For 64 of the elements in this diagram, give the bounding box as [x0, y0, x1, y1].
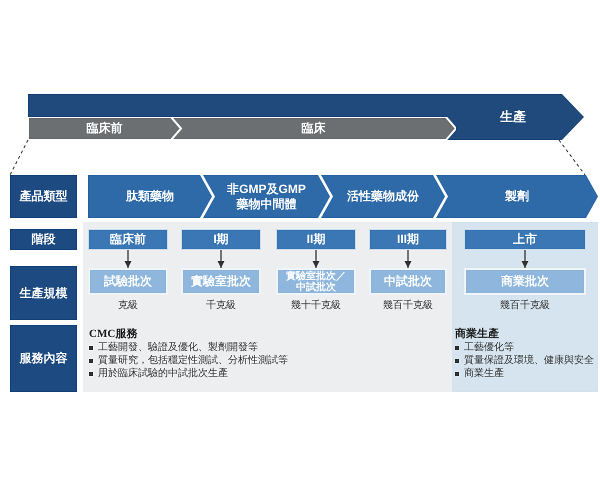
dashed-line: [558, 140, 586, 176]
batch-box: [181, 268, 261, 295]
stage-box: [88, 229, 168, 250]
scale-label: 幾百千克級: [499, 300, 551, 312]
batch-label: 商業批次: [501, 274, 549, 289]
stage-box: [276, 229, 356, 250]
stage-box: [369, 229, 447, 250]
batch-label: 實驗室批次／中試批次: [285, 270, 347, 292]
phase-label: 臨床前: [86, 121, 122, 136]
batch-label: 試驗批次: [104, 274, 152, 289]
batch-label: 實驗室批次: [191, 274, 251, 289]
phase-label: 臨床: [302, 121, 326, 136]
list-item-text: 工藝優化等: [464, 341, 514, 354]
product-type-label: 肽類藥物: [126, 189, 174, 204]
list-item-text: 工藝開發、驗證及優化、製劑開發等: [98, 341, 258, 354]
row-header-label: 生產規模: [20, 286, 68, 300]
stage-label: 臨床前: [110, 232, 146, 247]
row-header-label: 階段: [32, 232, 56, 247]
product-type-label: 活性藥物成份: [347, 189, 419, 204]
arrow: [312, 250, 320, 268]
stage-label: 上市: [513, 232, 537, 247]
row-header-box: [10, 229, 77, 250]
row-header-box: [10, 266, 77, 320]
dashed-line: [10, 140, 28, 176]
section-heading: 商業生產: [455, 327, 499, 341]
list-item-text: 用於臨床試驗的中試批次生產: [98, 367, 228, 380]
arrow: [124, 250, 132, 268]
list-item-text: 質量研究，包括穩定性測試、分析性測試等: [98, 354, 288, 367]
stage-box: [181, 229, 261, 250]
phase-band: [171, 117, 456, 140]
service-panel: [83, 222, 452, 392]
list-item-text: 商業生產: [464, 367, 504, 380]
row-header-box: [10, 175, 77, 218]
product-type-band: [203, 175, 330, 218]
batch-box: [369, 268, 447, 295]
product-type-band: [321, 175, 445, 218]
arrow: [404, 250, 412, 268]
service-panel: [452, 222, 598, 392]
batch-label: 中試批次: [384, 274, 432, 289]
list-item-text: 質量保證及環境、健康與安全: [464, 354, 594, 367]
product-type-label: 製劑: [505, 189, 529, 204]
phase-band: [28, 117, 181, 140]
scale-label: 幾十千克級: [290, 300, 342, 312]
batch-box: [276, 268, 356, 295]
stage-label: III期: [396, 232, 419, 247]
production-phase-band: [28, 94, 584, 140]
scale-label: 幾百千克級: [382, 300, 434, 312]
arrow: [522, 250, 528, 268]
product-type-band: [436, 175, 598, 218]
row-header-label: 產品類型: [20, 189, 68, 204]
product-type-band: [88, 175, 212, 218]
scale-label: 克級: [117, 300, 139, 312]
product-type-label: 非GMP及GMP藥物中間體: [226, 182, 307, 211]
section-heading: CMC服務: [89, 327, 138, 341]
scale-label: 千克級: [205, 300, 237, 312]
arrow: [218, 250, 224, 268]
stage-box: [464, 229, 586, 250]
batch-box: [464, 268, 586, 295]
row-header-label: 服務內容: [20, 351, 68, 366]
stage-label: I期: [213, 232, 229, 247]
row-header-box: [10, 325, 77, 392]
batch-box: [88, 268, 168, 295]
phase-label: 生產: [498, 109, 527, 125]
stage-label: II期: [306, 232, 326, 247]
